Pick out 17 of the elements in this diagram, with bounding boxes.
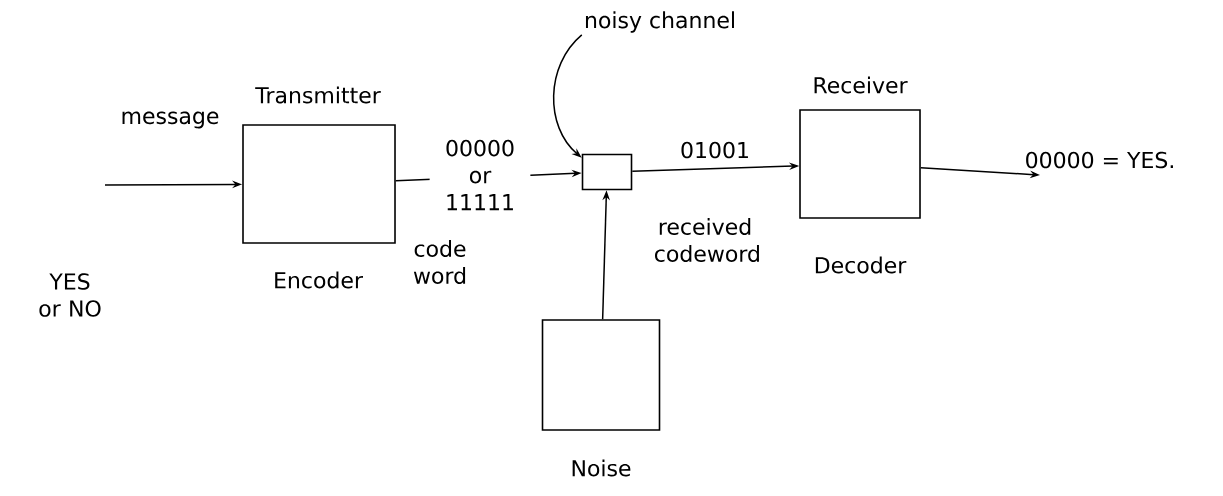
labeled-box: Transmitter Encoder	[242, 86, 396, 289]
edge-label: message	[118, 109, 222, 131]
labeled-box: Receiver Decoder	[799, 76, 921, 274]
node-label: Decoder	[815, 256, 907, 274]
note-text: received codeword	[655, 218, 759, 262]
node-label: Transmitter	[255, 86, 381, 104]
edge-label: 00000 or 11111	[429, 137, 531, 213]
edge-label: 00000 = YES.	[1022, 149, 1178, 171]
node-label: Encoder	[275, 271, 363, 289]
node-label: Noise	[572, 459, 631, 477]
edge-label: 01001	[678, 139, 752, 161]
callout-text: noisy channel	[586, 11, 734, 33]
labeled-box: Noise	[541, 319, 661, 477]
labeled-box	[581, 153, 633, 191]
note-text: YES or NO	[39, 273, 101, 317]
leader-line	[552, 34, 583, 158]
node-label: Receiver	[814, 76, 908, 94]
